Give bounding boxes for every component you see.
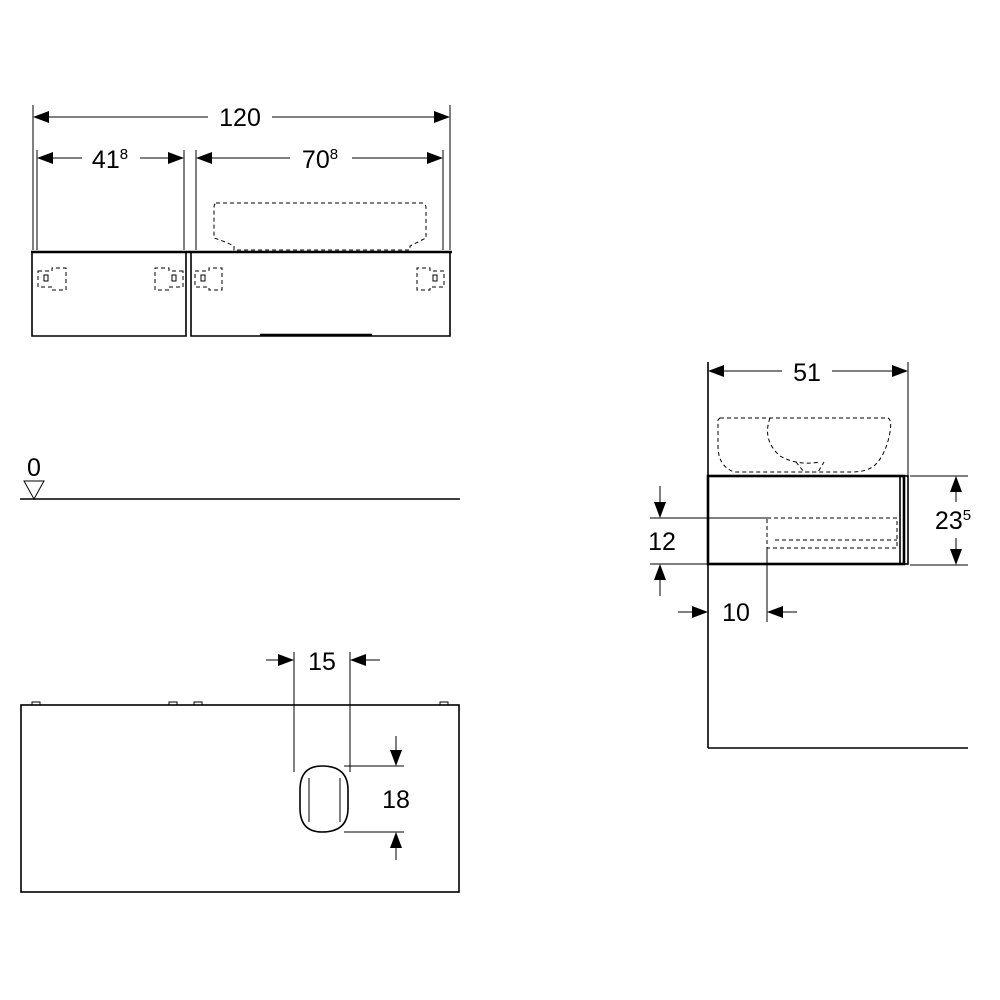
dimension-label: 51 xyxy=(793,359,821,387)
washbasin-outline xyxy=(213,202,427,251)
rear-view: 15 18 xyxy=(20,648,460,893)
level-triangle-icon xyxy=(23,480,45,501)
bracket-icon xyxy=(37,267,67,291)
arrow-right-icon xyxy=(434,111,450,123)
dimension-label: 15 xyxy=(308,648,336,676)
bracket-icon xyxy=(194,267,223,291)
arrow-down-icon xyxy=(390,750,402,766)
cabinet-side xyxy=(706,474,906,566)
arrow-right-icon xyxy=(278,654,294,666)
arrow-left-icon xyxy=(350,654,366,666)
floor-level-marker: 0 xyxy=(20,454,460,501)
dimension-depth: 51 xyxy=(708,359,908,387)
dimension-label-sup: 8 xyxy=(330,146,338,163)
front-view: 120 418 708 xyxy=(31,104,452,337)
svg-text:12: 12 xyxy=(648,528,676,556)
left-cabinet xyxy=(31,252,187,337)
dimension-label: 70 xyxy=(302,146,330,174)
side-view: 51 235 12 xyxy=(648,359,971,749)
arrow-left-icon xyxy=(708,365,724,377)
dimension-total-width: 120 xyxy=(33,104,450,132)
cabinet-rear-panel xyxy=(20,704,460,893)
dimension-label: 12 xyxy=(648,528,676,556)
arrow-left-icon xyxy=(33,111,49,123)
svg-text:418: 418 xyxy=(92,146,128,174)
dimension-label: 23 xyxy=(935,507,963,535)
arrow-right-icon xyxy=(692,606,708,618)
svg-text:18: 18 xyxy=(382,786,410,814)
dimension-left-unit-width: 418 xyxy=(37,146,184,174)
dimension-siphon-width: 15 xyxy=(266,648,380,676)
dimension-label-sup: 8 xyxy=(120,146,128,163)
bracket-icon xyxy=(416,267,445,291)
arrow-up-icon xyxy=(654,564,666,580)
cabinet-front-panel xyxy=(899,475,909,565)
dimension-label-sup: 5 xyxy=(963,507,971,524)
svg-text:708: 708 xyxy=(302,146,338,174)
dimension-height: 235 xyxy=(935,476,971,565)
arrow-left-icon xyxy=(196,152,212,164)
arrow-right-icon xyxy=(168,152,184,164)
svg-text:15: 15 xyxy=(308,648,336,676)
arrow-left-icon xyxy=(37,152,53,164)
floor-level-label: 0 xyxy=(27,454,41,482)
svg-text:120: 120 xyxy=(219,104,261,132)
dimension-siphon-height: 18 xyxy=(382,736,410,860)
dimension-right-unit-width: 708 xyxy=(196,146,443,174)
svg-text:51: 51 xyxy=(793,359,821,387)
dimension-label: 18 xyxy=(382,786,410,814)
dimension-drawer-offset-height: 12 xyxy=(648,486,676,596)
arrow-right-icon xyxy=(427,152,443,164)
arrow-right-icon xyxy=(892,365,908,377)
dimension-label: 120 xyxy=(219,104,261,132)
right-cabinet xyxy=(190,252,451,337)
dimension-label: 41 xyxy=(92,146,120,174)
arrow-up-icon xyxy=(950,476,962,492)
arrow-down-icon xyxy=(654,502,666,518)
arrow-up-icon xyxy=(390,832,402,848)
bracket-icon xyxy=(154,267,184,291)
dimension-drawer-offset-depth: 10 xyxy=(678,599,797,627)
drawer-outline xyxy=(766,517,898,549)
arrow-down-icon xyxy=(950,549,962,565)
washbasin-side-outline xyxy=(717,417,892,473)
arrow-left-icon xyxy=(767,606,783,618)
siphon-opening-icon xyxy=(299,765,349,833)
dimension-label: 10 xyxy=(722,599,750,627)
svg-text:235: 235 xyxy=(935,507,971,535)
svg-text:10: 10 xyxy=(722,599,750,627)
